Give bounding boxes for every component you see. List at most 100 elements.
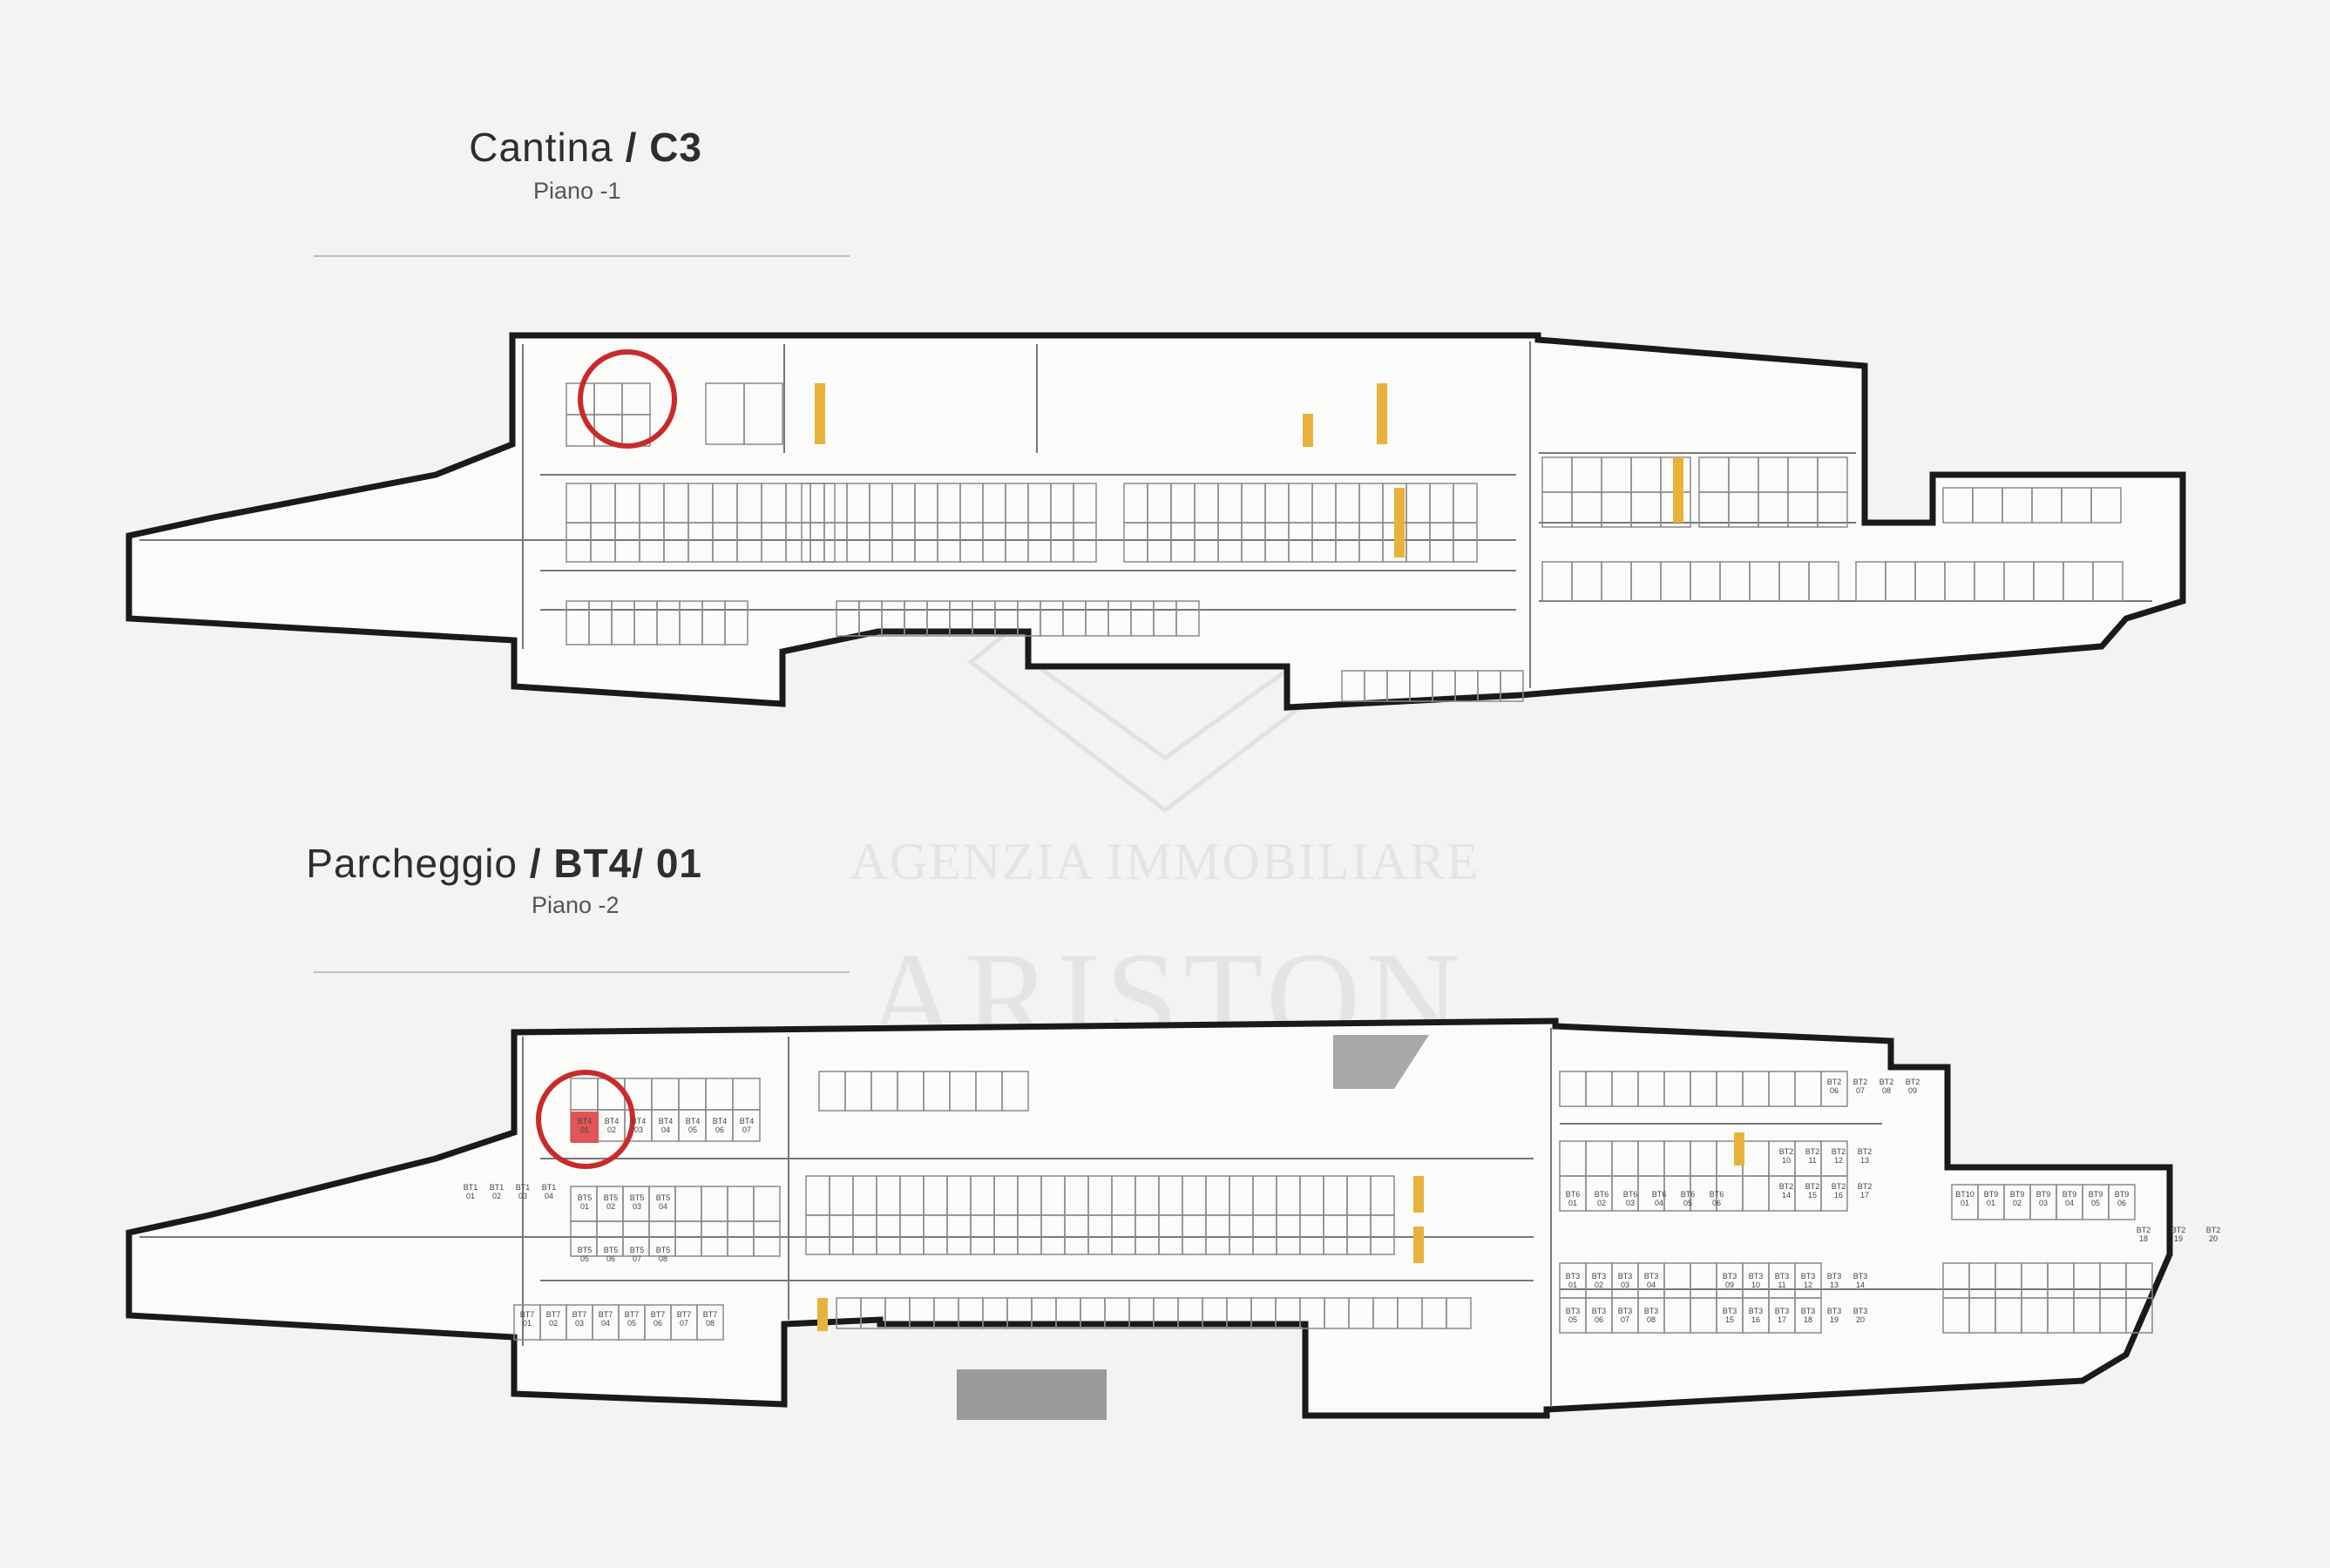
cellar-plan-title: Cantina / C3 [469, 124, 702, 171]
watermark-line1: AGENZIA IMMOBILIARE [850, 833, 1480, 890]
parking-space [1370, 1214, 1395, 1255]
parking-ramp-shade [1333, 1035, 1429, 1089]
parking-space [1001, 1071, 1029, 1112]
parking-space [1820, 1071, 1848, 1107]
parking-plan-code: BT4/ 01 [553, 841, 702, 886]
cellar-outline [125, 332, 2186, 711]
parking-outline [125, 1017, 2173, 1419]
parking-space [732, 1109, 761, 1142]
cellar-parking-space [1175, 600, 1200, 637]
cellar-parking-space [1817, 491, 1848, 528]
parking-space [2125, 1297, 2153, 1334]
cellar-parking-space [2092, 561, 2123, 602]
cellar-floor-label: Piano -1 [533, 178, 621, 204]
cellar-ramp-markers [815, 383, 1683, 558]
cellar-parking-space [743, 382, 783, 445]
parking-plan-separator: / [518, 841, 554, 886]
cellar-parking-space [1453, 522, 1478, 563]
parking-space [753, 1220, 781, 1257]
parking-space [2108, 1184, 2136, 1220]
cellar-parking-space [1808, 561, 1839, 602]
cellar-parking-space [1500, 670, 1524, 702]
parking-outside-slab [957, 1369, 1107, 1420]
parking-ramp-markers [817, 1132, 1744, 1331]
parking-space [1794, 1297, 1822, 1334]
cellar-parking-space [1073, 522, 1097, 563]
parking-plan-name: Parcheggio [306, 841, 518, 886]
cellar-parking-space [2090, 487, 2122, 524]
cellar-title-divider [314, 255, 850, 257]
cellar-stall-grid [566, 382, 2123, 702]
cellar-parking-space [724, 600, 748, 645]
parking-location-marker [536, 1070, 635, 1169]
parking-space [1820, 1175, 1848, 1212]
cellar-plan-name: Cantina [469, 125, 613, 170]
parking-plan-title: Parcheggio / BT4/ 01 [306, 840, 702, 887]
cellar-plan-code: C3 [649, 125, 702, 170]
parking-floor-label: Piano -2 [532, 892, 620, 918]
